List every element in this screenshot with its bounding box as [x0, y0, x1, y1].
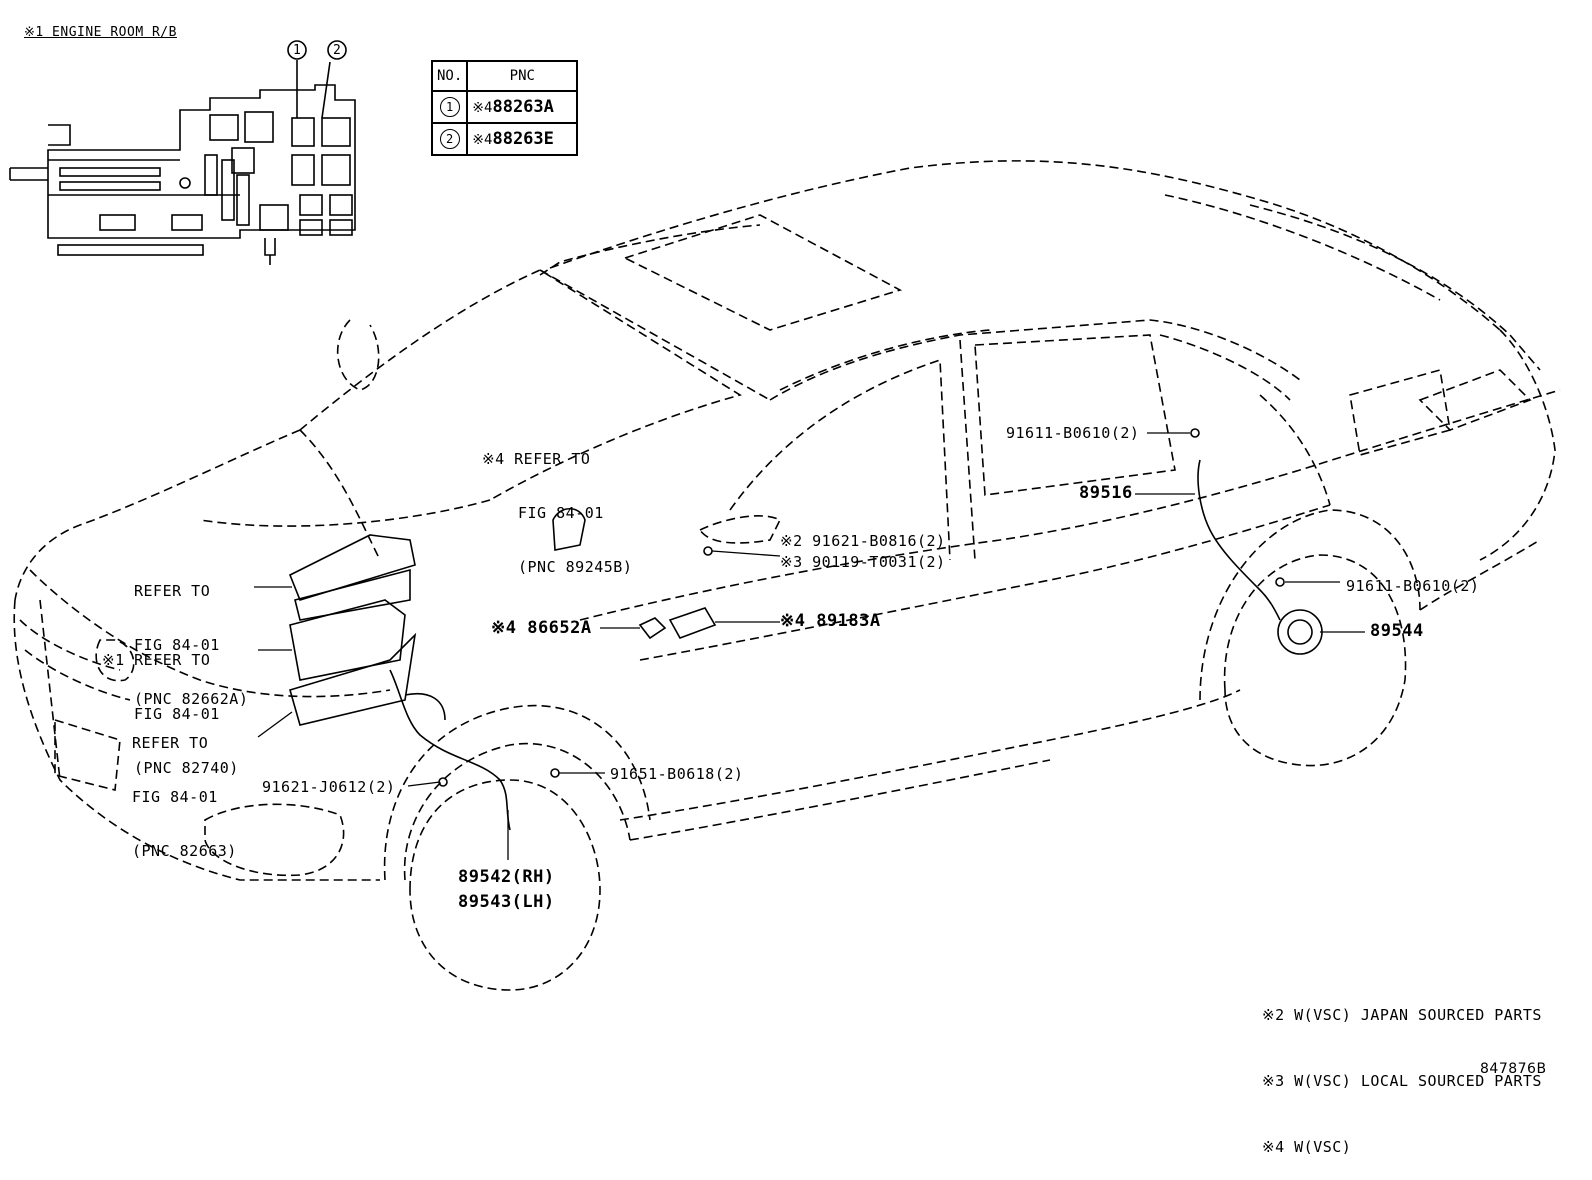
refer-line: REFER TO: [134, 582, 211, 600]
part-91651-b0618: 91651-B0618(2): [610, 765, 744, 783]
refer-label-82740: ※1 REFER TO FIG 84-01 (PNC 82740): [102, 615, 239, 795]
refer-line: (PNC 82662A): [134, 690, 249, 708]
pnc-table-row: 2 ※488263E: [430, 122, 579, 156]
part-91611-b0610-right: 91611-B0610(2): [1346, 577, 1480, 595]
pnc-header-no: NO.: [430, 60, 469, 92]
figure-id: 847876B: [1480, 1061, 1547, 1077]
refer-line: FIG 84-01: [134, 636, 220, 654]
pnc-row-value: ※488263E: [466, 122, 579, 156]
pnc-table: NO. PNC 1 ※488263A 2 ※488263E: [430, 60, 579, 156]
relay-number-2: 2: [333, 43, 342, 58]
refer-line: REFER TO: [132, 734, 209, 752]
leader-lines: [254, 432, 1365, 860]
car-body-outline: [13, 160, 1561, 991]
refer-line: ※1 REFER TO: [102, 651, 211, 669]
refer-line: ※4 REFER TO: [482, 450, 591, 468]
note-line: ※2 W(VSC) JAPAN SOURCED PARTS: [1262, 1006, 1542, 1024]
part-89516: 89516: [1079, 483, 1133, 503]
part-86652a: ※4 86652A: [491, 618, 592, 638]
pnc-table-row: 1 ※488263A: [430, 90, 579, 124]
refer-line: (PNC 82740): [134, 759, 239, 777]
note-line: ※3 W(VSC) LOCAL SOURCED PARTS: [1262, 1072, 1542, 1090]
pnc-row-no: 2: [430, 122, 469, 156]
refer-label-82663: REFER TO FIG 84-01 (PNC 82663): [132, 698, 237, 878]
relay-number-1: 1: [293, 43, 302, 58]
refer-line: (PNC 89245B): [518, 558, 633, 576]
part-90119-t0031: ※3 90119-T0031(2): [780, 553, 946, 571]
pnc-row-value: ※488263A: [466, 90, 579, 124]
engine-room-relay-block: [9, 40, 356, 265]
part-91621-j0612: 91621-J0612(2): [262, 778, 396, 796]
refer-label-82662a: REFER TO FIG 84-01 (PNC 82662A): [134, 546, 248, 726]
part-89543-lh: 89543(LH): [458, 892, 555, 912]
car-parts-diagram: [9, 40, 1561, 991]
part-91621-b0816: ※2 91621-B0816(2): [780, 532, 946, 550]
part-89542-rh: 89542(RH): [458, 867, 555, 887]
refer-line: (PNC 82663): [132, 842, 237, 860]
engine-room-title: ※1 ENGINE ROOM R/B: [24, 25, 177, 40]
note-line: ※4 W(VSC): [1262, 1138, 1352, 1156]
pnc-row-no: 1: [430, 90, 469, 124]
components: [288, 428, 1323, 831]
refer-label-89245b: ※4 REFER TO FIG 84-01 (PNC 89245B): [482, 414, 632, 594]
refer-line: FIG 84-01: [518, 504, 604, 522]
part-91611-b0610-top: 91611-B0610(2): [1006, 424, 1140, 442]
pnc-table-header: NO. PNC: [430, 60, 579, 92]
part-89183a: ※4 89183A: [780, 611, 881, 631]
pnc-header-pnc: PNC: [466, 60, 579, 92]
refer-line: FIG 84-01: [134, 705, 220, 723]
refer-line: FIG 84-01: [132, 788, 218, 806]
part-89544: 89544: [1370, 621, 1424, 641]
